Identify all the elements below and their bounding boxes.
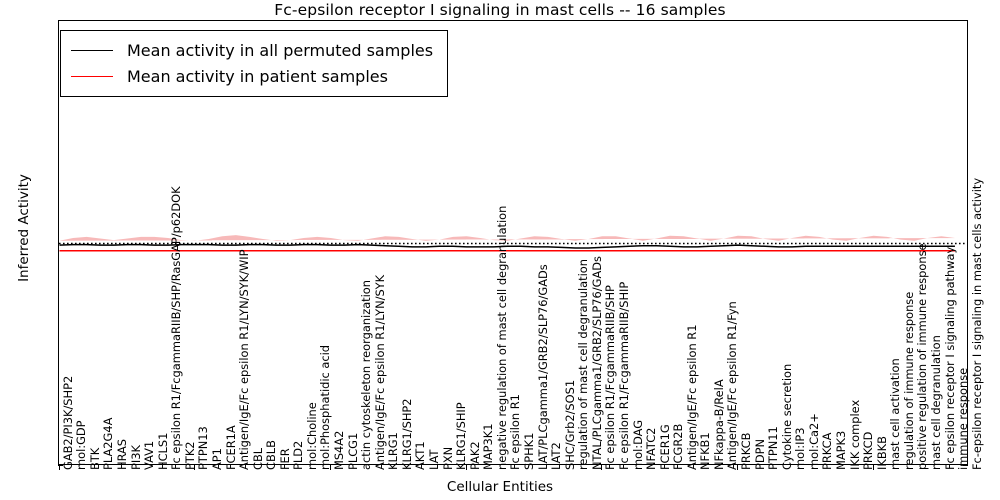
x-tick-label: AKT1	[413, 441, 428, 470]
x-tick-label: HCLS1	[155, 432, 170, 470]
x-tick-label: HRAS	[114, 438, 129, 470]
x-tick-label: positive regulation of immune response	[915, 243, 930, 470]
x-tick-label: FER	[277, 448, 292, 470]
x-tick-label: KLRG1/SHP2	[399, 398, 414, 470]
x-tick-label: Antigen/IgE/Fc epsilon R1/LYN/SYK/WIP	[237, 249, 252, 470]
x-tick-label: Fc epsilon R1/FcgammaRIIB/SHP/RasGAP/p62…	[169, 186, 184, 470]
x-tick-label: immune response	[956, 367, 971, 470]
chart-title: Fc-epsilon receptor I signaling in mast …	[274, 1, 726, 19]
x-tick-label: Fc epsilon R1/FcgammaRIIB/SHIP	[616, 281, 631, 470]
x-tick-label: FCGR2B	[671, 423, 686, 470]
x-tick-label: Antigen/IgE/Fc epsilon R1	[684, 324, 699, 470]
x-tick-label: mast cell activation	[888, 358, 903, 470]
x-tick-mark	[58, 465, 60, 470]
legend-label-permuted: Mean activity in all permuted samples	[127, 40, 434, 60]
x-tick-label: regulation of immune response	[901, 291, 916, 470]
x-tick-label: mol:IP3	[793, 427, 808, 470]
x-tick-label: Antigen/IgE/Fc epsilon R1/Fyn	[725, 301, 740, 470]
x-tick-label: CBLB	[264, 440, 279, 470]
x-tick-label: CBL	[250, 447, 265, 470]
x-tick-mark	[465, 465, 467, 470]
legend-swatch-permuted	[71, 49, 113, 51]
legend-label-patient: Mean activity in patient samples	[127, 66, 388, 86]
x-tick-label: PLA2G4A	[101, 417, 116, 470]
x-tick-mark	[872, 465, 874, 470]
x-tick-label: FCER1G	[657, 424, 672, 470]
x-tick-label: mol:Choline	[304, 402, 319, 470]
x-tick-label: Antigen/IgE/Fc epsilon R1/LYN/SYK	[372, 274, 387, 470]
x-tick-label: negative regulation of mast cell degranu…	[494, 205, 509, 470]
x-tick-label: PLCG1	[345, 432, 360, 470]
x-tick-label: Fc epsilon R1	[508, 394, 523, 470]
x-tick-mark	[194, 465, 196, 470]
x-tick-label: Fc-epsilon receptor I signaling in mast …	[969, 177, 984, 470]
x-tick-mark	[736, 465, 738, 470]
x-tick-label: NFkappa-B/RelA	[711, 379, 726, 470]
x-tick-label: NFATC2	[644, 427, 659, 470]
x-tick-label: Fc epsilon receptor I signaling pathway	[942, 246, 957, 470]
chart-legend: Mean activity in all permuted samples Me…	[60, 30, 449, 97]
legend-entry-patient: Mean activity in patient samples	[71, 63, 433, 89]
x-tick-label: mol:Phosphatidic acid	[318, 344, 333, 470]
x-tick-label: FCER1A	[223, 425, 238, 470]
x-tick-label: Fc epsilon R1/FcgammaRIIB/SHP	[603, 285, 618, 470]
x-tick-label: PTPN11	[766, 426, 781, 470]
x-tick-label: PI3K	[128, 445, 143, 470]
x-tick-label: PAK2	[467, 441, 482, 470]
x-tick-label: MS4A2	[332, 430, 347, 470]
x-tick-label: PRKCD	[861, 431, 876, 470]
x-tick-label: PXN	[440, 446, 455, 470]
x-tick-label: LAT	[427, 449, 441, 470]
x-tick-label: VAV1	[142, 440, 157, 470]
x-tick-label: PLD2	[291, 440, 306, 470]
series-line-permuted	[59, 243, 955, 249]
confidence-band	[59, 235, 955, 241]
x-tick-label: PTK2	[182, 441, 197, 470]
x-tick-label: regulation of mast cell degranulation	[576, 259, 591, 470]
x-tick-label: Cytokine secretion	[779, 363, 794, 470]
x-tick-label: LAT/PLCgamma1/GRB2/SLP76/GADs	[535, 264, 550, 470]
x-axis-label: Cellular Entities	[446, 479, 554, 495]
x-tick-label: mol:DAG	[630, 419, 645, 470]
y-tick-mark	[58, 465, 63, 466]
x-tick-label: PRKCA	[820, 432, 835, 470]
x-tick-label: PRKCB	[739, 432, 754, 470]
x-tick-label: mol:Ca2+	[806, 413, 821, 470]
x-tick-label: PTPN13	[196, 426, 211, 470]
x-tick-mark	[329, 465, 331, 470]
x-tick-label: IKBKB	[874, 436, 889, 470]
x-tick-label: PDPN	[752, 438, 767, 470]
x-tick-label: MAPK3	[834, 430, 849, 470]
x-tick-label: mast cell degranulation	[928, 335, 943, 470]
x-tick-label: KLRG1	[386, 432, 401, 470]
x-tick-mark	[601, 465, 603, 470]
x-tick-label: BTK	[87, 447, 102, 470]
x-tick-label: KLRG1/SHIP	[454, 402, 469, 470]
x-tick-label: MAP3K1	[481, 423, 496, 470]
x-tick-label: mol:GDP	[74, 420, 89, 470]
y-tick-mark	[963, 465, 968, 466]
x-tick-label: NTAL/PLCgamma1/GRB2/SLP76/GADs	[589, 256, 604, 470]
x-tick-label: NFKB1	[698, 432, 713, 470]
x-tick-label: actin cytoskeleton reorganization	[359, 280, 374, 470]
legend-swatch-patient	[71, 75, 113, 77]
x-tick-label: IKK complex	[847, 399, 862, 470]
x-tick-label: AP1	[209, 448, 224, 470]
plot-canvas	[59, 235, 967, 252]
x-tick-label: SHC/Grb2/SOS1	[562, 379, 577, 470]
x-tick-label: GAB2/PI3K/SHP2	[60, 375, 75, 470]
x-tick-label: SPHK1	[521, 432, 536, 470]
legend-entry-permuted: Mean activity in all permuted samples	[71, 37, 433, 63]
x-tick-label: LAT2	[549, 442, 564, 470]
